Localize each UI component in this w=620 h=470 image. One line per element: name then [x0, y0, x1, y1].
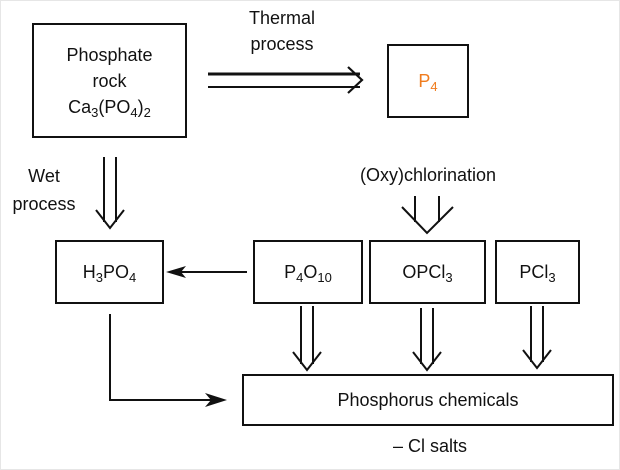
label-thermal-process: Thermal process	[232, 6, 332, 56]
node-p4o10: P4O10	[253, 240, 363, 304]
formula-part: O	[303, 262, 318, 282]
opcl3-formula: OPCl3	[402, 259, 452, 285]
thermal-line1: Thermal	[248, 8, 315, 28]
p4o10-to-h3po4-arrow	[166, 266, 247, 278]
label-oxychlorination: (Oxy)chlorination	[359, 165, 497, 185]
formula-part: H	[82, 262, 96, 282]
thermal-double-arrow	[208, 66, 364, 94]
thermal-line2: process	[250, 34, 314, 54]
formula-part: (PO	[98, 96, 131, 117]
p4-formula: P4	[418, 68, 437, 94]
formula-sub: 2	[143, 104, 151, 120]
node-h3po4: H3PO4	[55, 240, 164, 304]
phosphate-rock-line1: Phosphate	[66, 44, 153, 65]
opcl3-double-arrow	[412, 308, 442, 372]
node-phosphate-rock: Phosphate rock Ca3(PO4)2	[32, 23, 187, 138]
formula-part: PO	[102, 262, 129, 282]
p4o10-formula: P4O10	[284, 259, 332, 285]
phosphate-rock-formula: Ca3(PO4)2	[68, 94, 151, 120]
h3po4-formula: H3PO4	[83, 259, 136, 285]
pcl3-double-arrow	[522, 306, 552, 370]
oxychlorination-arrow	[401, 196, 454, 235]
formula-part: P	[418, 71, 431, 91]
node-opcl3: OPCl3	[369, 240, 486, 304]
wet-line2: process	[12, 194, 76, 214]
p4o10-double-arrow	[292, 306, 322, 372]
pcl3-formula: PCl3	[519, 259, 555, 285]
formula-sub: 10	[317, 270, 332, 285]
node-p4: P4	[387, 44, 469, 118]
formula-sub: 3	[91, 104, 99, 120]
formula-part: )	[137, 96, 144, 117]
label-cl-salts: – Cl salts	[392, 436, 468, 456]
formula-sub: 4	[296, 270, 304, 285]
formula-sub: 3	[445, 270, 453, 285]
wet-double-arrow	[95, 157, 125, 230]
label-wet-process: Wet process	[4, 164, 84, 216]
formula-part: Ca	[68, 96, 92, 117]
node-phosphorus-chemicals: Phosphorus chemicals	[242, 374, 614, 426]
formula-sub: 4	[129, 270, 137, 285]
formula-part: PCl	[519, 262, 549, 282]
phosphorus-chemicals-label: Phosphorus chemicals	[337, 390, 519, 410]
formula-part: OPCl	[402, 262, 446, 282]
h3po4-to-chemicals-arrow	[109, 314, 227, 407]
formula-sub: 4	[430, 79, 438, 94]
formula-sub: 3	[95, 270, 103, 285]
formula-sub: 3	[548, 270, 556, 285]
formula-part: P	[284, 262, 297, 282]
formula-sub: 4	[130, 104, 138, 120]
node-pcl3: PCl3	[495, 240, 580, 304]
wet-line1: Wet	[28, 166, 60, 186]
phosphate-rock-line2: rock	[92, 70, 127, 91]
